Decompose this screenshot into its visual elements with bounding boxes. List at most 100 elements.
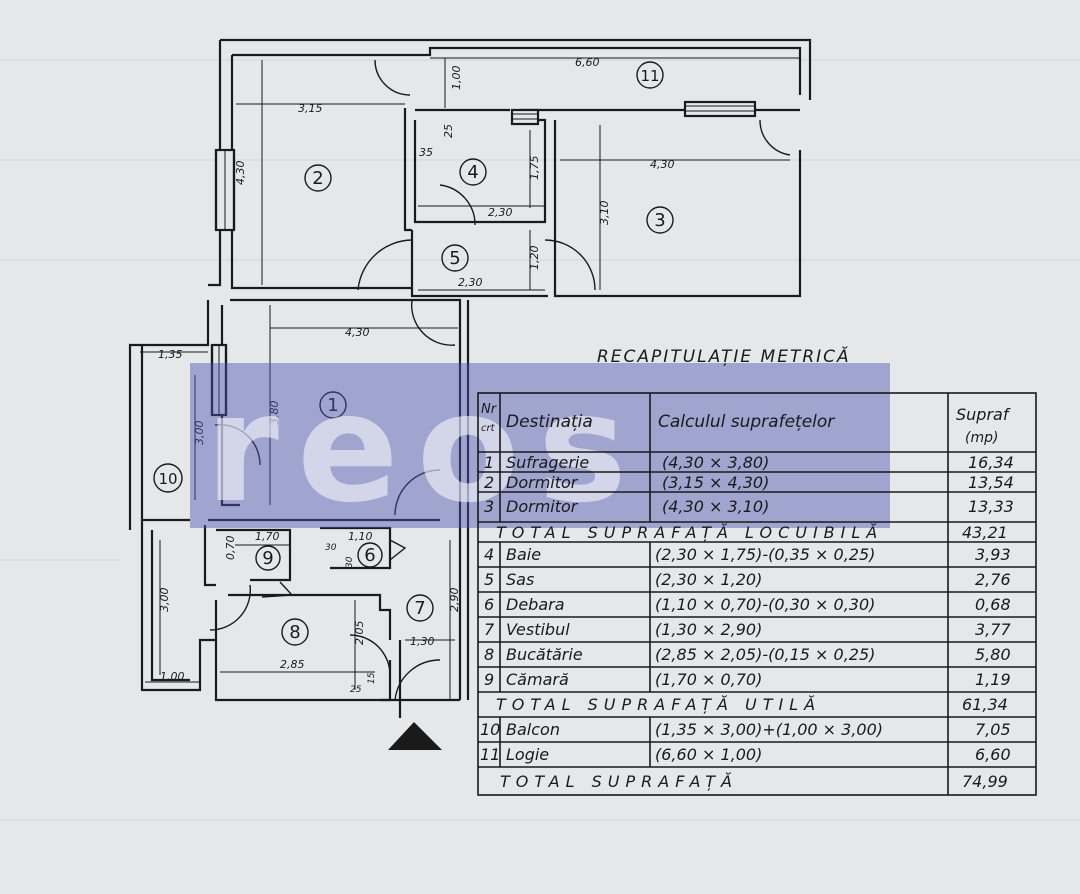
row-calculation: (2,30 × 1,20) [655,570,762,589]
row-nr: 2 [484,473,494,492]
north-arrow-icon [388,722,442,750]
table-header: Nr crt Destinația Calculul suprafețelor … [481,402,1011,446]
dim-label: 3,10 [598,201,611,226]
row-destination: Logie [506,745,549,764]
row-calculation: (1,30 × 2,90) [655,620,762,639]
row-area: 13,54 [968,473,1014,492]
room-number-5: 5 [449,248,460,269]
grand-total-label: TOTAL SUPRAFAȚĂ [500,772,738,791]
table-title: RECAPITULAȚIE METRICĂ [597,345,851,367]
walls [128,38,812,718]
row-calculation: (4,30 × 3,80) [662,453,769,472]
row-nr: 9 [484,670,494,689]
row-destination: Balcon [506,720,560,739]
total-area: 43,21 [962,523,1008,542]
dim-label: 1,70 [255,530,280,543]
row-calculation: (1,70 × 0,70) [655,670,762,689]
dim-label: 1,00 [160,670,185,683]
header-destination: Destinația [506,412,593,432]
dim-label: 2,90 [448,588,461,613]
header-unit: (mp) [965,430,998,446]
room-numbers: 2 3 4 5 1 10 6 9 8 7 11 [158,67,665,643]
dim-label: 1,30 [410,635,435,648]
row-calculation: (1,10 × 0,70)-(0,30 × 0,30) [655,595,875,614]
dim-label: 2,30 [488,206,513,219]
row-destination: Dormitor [506,497,579,516]
row-destination: Debara [506,595,565,614]
row-destination: Bucătărie [506,645,583,664]
grand-total-area: 74,99 [962,772,1008,791]
row-nr: 11 [480,745,500,764]
room-number-11: 11 [640,67,659,85]
row-calculation: (3,15 × 4,30) [662,473,769,492]
dim-label: 30 [325,543,337,553]
room-number-1: 1 [327,395,338,416]
row-calculation: (6,60 × 1,00) [655,745,762,764]
dim-label: 0,70 [224,536,237,561]
row-area: 7,05 [975,720,1011,739]
room-number-9: 9 [262,548,273,569]
dimension-labels: 6,60 1,00 3,15 4,30 35 25 1,75 2,30 4,30… [158,56,675,695]
room-number-6: 6 [364,545,375,566]
row-nr: 10 [480,720,500,739]
dimension-lines [140,57,800,700]
room-number-4: 4 [467,162,478,183]
dim-label: 1,20 [528,246,541,271]
dim-label: 3,15 [298,102,323,115]
row-area: 2,76 [975,570,1011,589]
dim-label: 2,85 [280,658,305,671]
row-nr: 1 [484,453,494,472]
row-destination: Vestibul [506,620,570,639]
row-area: 1,19 [975,670,1011,689]
dim-label: 30 [345,556,355,568]
row-area: 5,80 [975,645,1011,664]
dim-label: 35 [419,146,433,159]
row-destination: Dormitor [506,473,579,492]
row-nr: 8 [484,645,494,664]
header-crt: crt [481,423,496,434]
svg-text:reos: reos [205,362,645,536]
row-area: 3,77 [975,620,1011,639]
dim-label: 4,30 [650,158,675,171]
dim-label: 1,35 [158,348,183,361]
dim-label: 3,00 [193,421,206,446]
total-label: TOTAL SUPRAFAȚĂ LOCUIBILĂ [496,523,883,542]
total-area: 61,34 [962,695,1008,714]
room-number-10: 10 [158,470,177,488]
row-nr: 6 [484,595,494,614]
room-circles [153,61,674,646]
row-destination: Sas [506,570,534,589]
dim-label: 4,30 [345,326,370,339]
header-area: Supraf [956,405,1011,424]
row-destination: Sufragerie [506,453,589,472]
row-nr: 5 [484,570,494,589]
dim-label: 1,75 [528,156,541,181]
dim-label: 2,05 [353,621,366,646]
total-label: TOTAL SUPRAFAȚĂ UTILĂ [496,695,821,714]
room-number-3: 3 [654,210,665,231]
dim-label: 3,00 [158,588,171,613]
dim-label: 15 [367,672,377,684]
row-destination: Cămară [506,670,569,689]
row-destination: Baie [506,545,541,564]
table-grid [477,392,1037,796]
row-area: 16,34 [968,453,1014,472]
row-calculation: (1,35 × 3,00)+(1,00 × 3,00) [655,720,883,739]
row-area: 13,33 [968,497,1014,516]
room-number-2: 2 [312,168,323,189]
dim-label: 2,30 [458,276,483,289]
paper-texture [0,59,1080,821]
dim-label: 25 [442,124,455,138]
row-calculation: (4,30 × 3,10) [662,497,769,516]
watermark: reos [190,362,890,536]
row-nr: 4 [484,545,494,564]
row-area: 0,68 [975,595,1011,614]
row-nr: 7 [484,620,495,639]
table-rows: 1 Sufragerie (4,30 × 3,80) 16,34 2 Dormi… [480,453,1014,791]
row-calculation: (2,85 × 2,05)-(0,15 × 0,25) [655,645,875,664]
room-number-8: 8 [289,622,300,643]
door-swings [209,59,791,701]
row-calculation: (2,30 × 1,75)-(0,35 × 0,25) [655,545,875,564]
dim-label: 1,00 [450,66,463,91]
